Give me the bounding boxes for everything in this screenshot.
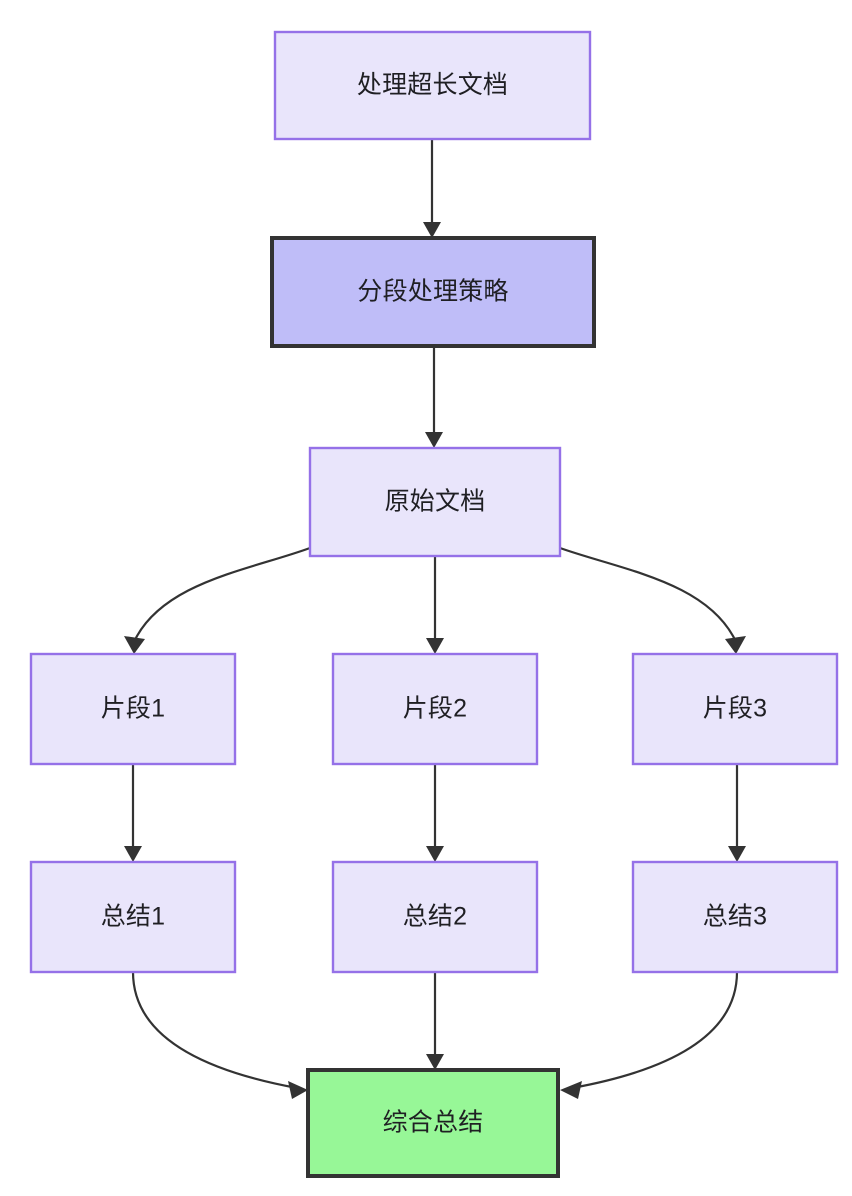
node-box[interactable] [29, 652, 237, 766]
node-fragment-1[interactable]: 片段1 [29, 652, 237, 766]
node-label: 片段2 [403, 695, 468, 723]
node-box[interactable] [270, 236, 596, 348]
arrowhead-icon-strategy-to-source [425, 432, 443, 448]
node-summary-2[interactable]: 总结2 [331, 860, 539, 974]
node-fragment-3[interactable]: 片段3 [631, 652, 839, 766]
node-label: 原始文档 [385, 488, 486, 516]
node-label: 片段3 [703, 695, 768, 723]
node-box[interactable] [331, 860, 539, 974]
edge-summary1-to-final [131, 971, 298, 1090]
node-label: 总结3 [703, 903, 768, 931]
edge-summary3-to-final [571, 971, 739, 1090]
arrowhead-icon-summary1-to-final [288, 1081, 308, 1099]
node-label: 片段1 [101, 695, 166, 723]
node-label: 总结2 [403, 903, 468, 931]
arrowhead-icon-source-to-fragment1 [124, 636, 145, 654]
arrowhead-icon-doc-to-strategy [423, 222, 441, 238]
node-box[interactable] [308, 446, 562, 558]
arrowhead-layer [124, 222, 746, 1099]
node-label: 处理超长文档 [357, 71, 508, 99]
node-summary-1[interactable]: 总结1 [29, 860, 237, 974]
node-label: 分段处理策略 [357, 278, 508, 306]
arrowhead-icon-fragment2-to-summary2 [426, 846, 444, 862]
node-box[interactable] [306, 1068, 560, 1178]
node-combined-summary[interactable]: 综合总结 [306, 1068, 560, 1178]
arrowhead-icon-fragment3-to-summary3 [728, 846, 746, 862]
node-chunking-strategy[interactable]: 分段处理策略 [270, 236, 596, 348]
node-box[interactable] [631, 860, 839, 974]
arrowhead-icon-summary3-to-final [560, 1081, 582, 1099]
node-box[interactable] [331, 652, 539, 766]
node-fragment-2[interactable]: 片段2 [331, 652, 539, 766]
node-box[interactable] [631, 652, 839, 766]
node-box[interactable] [29, 860, 237, 974]
edge-layer [131, 139, 739, 1090]
node-process-long-document[interactable]: 处理超长文档 [273, 30, 592, 141]
edge-source-to-fragment3 [559, 546, 739, 645]
arrowhead-icon-summary2-to-final [426, 1054, 444, 1070]
arrowhead-icon-source-to-fragment3 [725, 636, 746, 654]
arrowhead-icon-source-to-fragment2 [426, 638, 444, 654]
node-summary-3[interactable]: 总结3 [631, 860, 839, 974]
node-box[interactable] [273, 30, 592, 141]
node-source-document[interactable]: 原始文档 [308, 446, 562, 558]
edge-source-to-fragment1 [131, 546, 311, 645]
node-label: 综合总结 [383, 1109, 484, 1137]
node-label: 总结1 [101, 903, 166, 931]
arrowhead-icon-fragment1-to-summary1 [124, 846, 142, 862]
